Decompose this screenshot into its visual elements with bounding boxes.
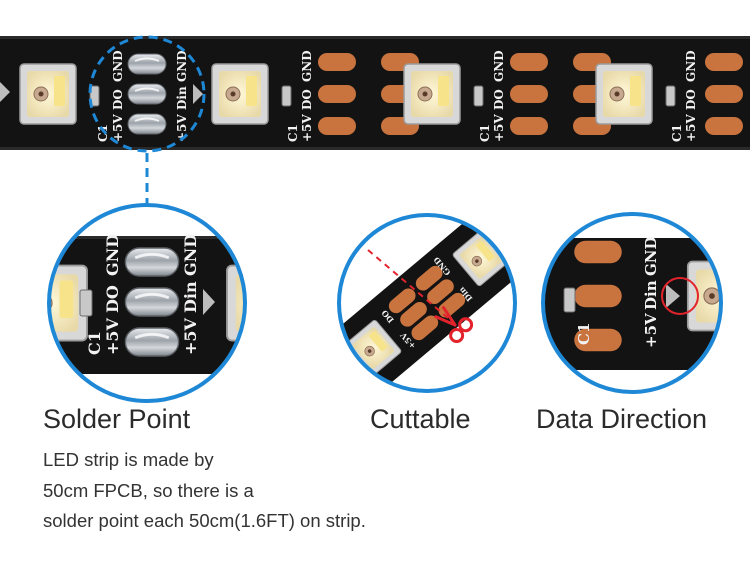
svg-text:+5V: +5V [642,313,660,348]
svg-text:Din: Din [181,281,200,313]
led-strip: GND DO +5V C1 GND Din +5V GND DO +5V C1 … [0,36,750,150]
svg-text:GND: GND [642,236,660,276]
solder-point-closeup: GND DO +5V C1 GND Din +5V [47,203,247,403]
svg-text:+5V: +5V [103,317,122,355]
svg-text:C1: C1 [670,124,684,142]
arrow-right-icon [193,84,203,104]
caption-solder-point: Solder Point [43,404,191,434]
caption-data-direction: Data Direction [536,404,708,434]
svg-text:GND: GND [492,50,506,82]
label-c1: C1 [96,124,110,142]
label-gnd: GND [111,50,125,82]
svg-text:C1: C1 [85,331,104,355]
caption-cuttable: Cuttable [370,404,471,434]
description-line: solder point each 50cm(1.6FT) on strip. [43,510,366,531]
svg-text:GND: GND [175,50,189,82]
svg-text:DO: DO [300,89,314,110]
svg-text:Din: Din [642,280,660,310]
svg-text:+5V: +5V [684,114,698,142]
svg-text:GND: GND [103,234,122,276]
scissors-icon [434,306,474,344]
svg-text:DO: DO [103,285,122,313]
label-do: DO [111,89,125,110]
description-line: LED strip is made by [43,449,214,470]
svg-text:GND: GND [684,50,698,82]
svg-text:+5V: +5V [300,114,314,142]
svg-text:C1: C1 [478,124,492,142]
svg-text:DO: DO [684,89,698,110]
svg-text:GND: GND [300,50,314,82]
svg-text:DO: DO [492,89,506,110]
svg-text:+5V: +5V [492,114,506,142]
svg-text:C1: C1 [286,124,300,142]
magnify-ring [88,35,206,153]
data-direction-closeup: C1 GND Din +5V [541,212,723,394]
svg-text:C1: C1 [575,323,593,345]
label-5v: +5V [111,114,125,142]
svg-text:+5V: +5V [181,317,200,355]
svg-text:GND: GND [181,234,200,276]
cuttable-closeup: DO +5V GND Din [337,213,517,393]
description-line: 50cm FPCB, so there is a [43,480,254,501]
svg-text:Din: Din [175,86,189,110]
data-arrow-icon [666,284,680,308]
